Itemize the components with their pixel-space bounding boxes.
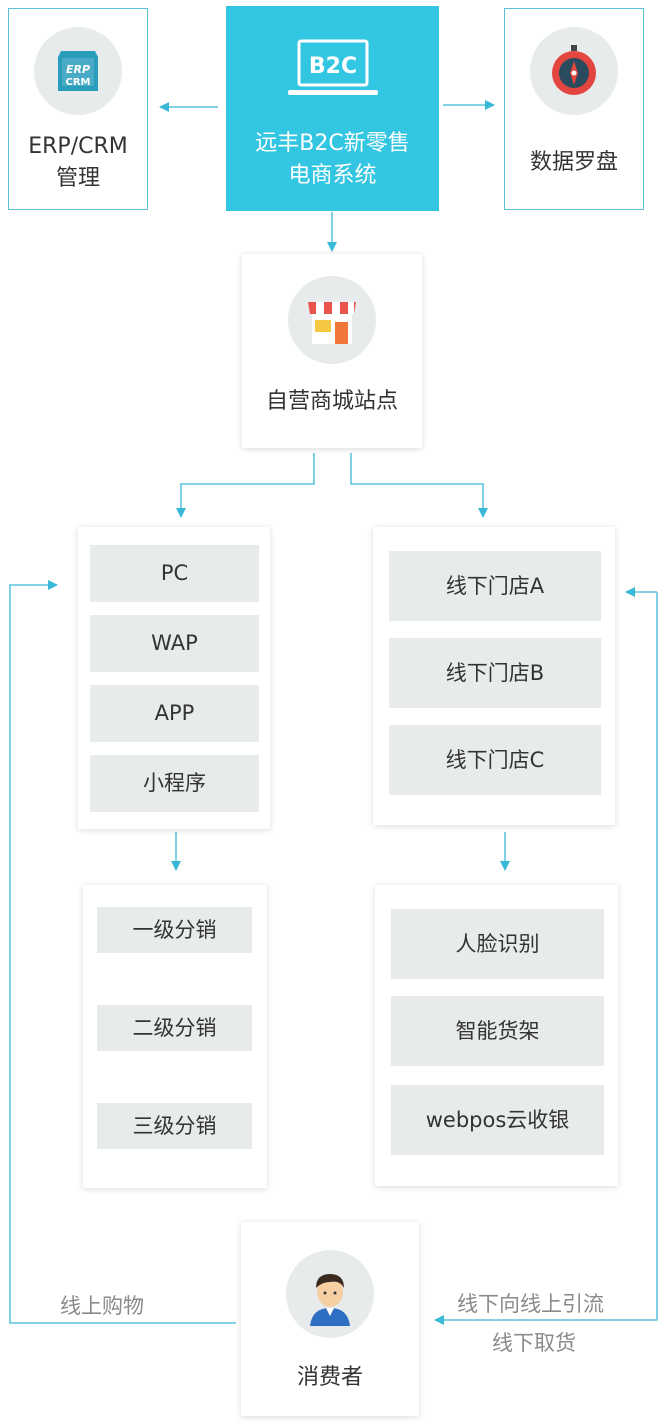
feature-webpos: webpos云收银: [391, 1085, 604, 1155]
erp-crm-label: ERP/CRM 管理: [9, 131, 147, 195]
erp-icon-text: ERP: [66, 63, 90, 76]
flow-offline-to-online: 线下向线上引流: [457, 1292, 604, 1316]
erp-crm-node: ERP CRM ERP/CRM 管理: [8, 8, 148, 210]
channel-mini-program: 小程序: [90, 755, 259, 812]
arrow-site-to-offline: [350, 453, 488, 518]
channel-app: APP: [90, 685, 259, 742]
crm-icon-text: CRM: [66, 77, 91, 88]
arrow-offline-to-consumer: [434, 592, 658, 1325]
consumer-label: 消费者: [296, 1365, 363, 1390]
consumer-node: 消费者: [241, 1222, 419, 1416]
b2c-system-node: B2C 远丰B2C新零售 电商系统: [226, 6, 439, 211]
offline-stores-panel: 线下门店A 线下门店B 线下门店C: [373, 527, 615, 825]
feature-face-recognition: 人脸识别: [391, 909, 604, 979]
data-compass-node: 数据罗盘: [504, 8, 644, 210]
mall-site-node: 自营商城站点: [242, 254, 422, 448]
distribution-level-2: 二级分销: [97, 1005, 252, 1051]
distribution-level-3: 三级分销: [97, 1103, 252, 1149]
flow-online-shopping: 线上购物: [60, 1294, 144, 1318]
channel-wap: WAP: [90, 615, 259, 672]
erp-crm-icon: ERP CRM: [34, 27, 122, 115]
flow-offline-pickup: 线下取货: [492, 1331, 576, 1355]
mall-site-label: 自营商城站点: [265, 389, 398, 414]
b2c-title-line1: 远丰B2C新零售: [255, 131, 410, 156]
distribution-level-1: 一级分销: [97, 907, 252, 953]
offline-store-a: 线下门店A: [389, 551, 601, 621]
arrow-site-to-online: [176, 453, 315, 518]
offline-store-b: 线下门店B: [389, 638, 601, 708]
erp-crm-label-line2: 管理: [55, 166, 100, 191]
online-channels-panel: PC WAP APP 小程序: [78, 527, 270, 829]
store-icon: [288, 276, 376, 364]
feature-smart-shelf: 智能货架: [391, 996, 604, 1066]
b2c-system-title: 远丰B2C新零售 电商系统: [226, 128, 439, 192]
laptop-icon: B2C: [288, 39, 378, 95]
b2c-title-line2: 电商系统: [288, 163, 377, 188]
channel-pc: PC: [90, 545, 259, 602]
store-features-panel: 人脸识别 智能货架 webpos云收银: [375, 885, 618, 1186]
compass-icon: [530, 27, 618, 115]
erp-crm-label-line1: ERP/CRM: [28, 134, 128, 159]
data-compass-label: 数据罗盘: [529, 150, 618, 175]
consumer-avatar-icon: [286, 1250, 374, 1338]
offline-store-c: 线下门店C: [389, 725, 601, 795]
distribution-panel: 一级分销 二级分销 三级分销: [83, 885, 267, 1188]
arrow-consumer-online-shopping: [9, 580, 236, 1324]
b2c-badge-text: B2C: [309, 54, 357, 79]
